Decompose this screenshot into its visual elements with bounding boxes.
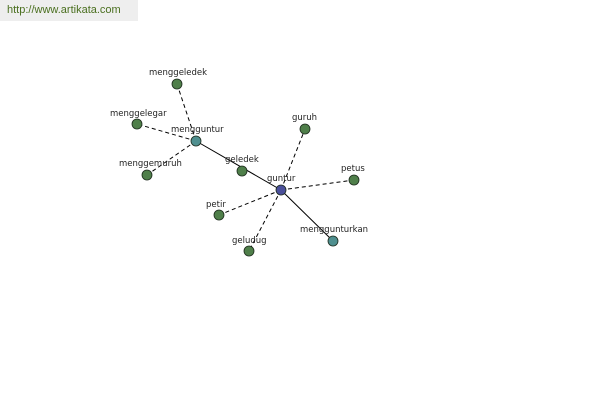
node-label-petir[interactable]: petir	[206, 200, 226, 210]
node-label-menggeledek[interactable]: menggeledek	[149, 68, 207, 78]
node-marker-geludug[interactable]	[243, 245, 255, 257]
node-label-geledek[interactable]: geledek	[225, 155, 259, 165]
node-petir[interactable]: petir	[206, 200, 226, 221]
edge-guntur-petus	[280, 179, 355, 191]
node-label-petus[interactable]: petus	[341, 164, 365, 174]
node-petus[interactable]: petus	[341, 164, 365, 186]
node-marker-menggunturkan[interactable]	[327, 235, 339, 247]
node-label-menggunturkan[interactable]: menggunturkan	[300, 225, 368, 235]
edge-mengguntur-menggemuruh	[146, 140, 197, 176]
edge-guntur-geludug	[248, 189, 282, 252]
node-marker-geledek[interactable]	[236, 165, 248, 177]
node-marker-menggeledek[interactable]	[171, 78, 183, 90]
node-label-menggemuruh[interactable]: menggemuruh	[119, 159, 182, 169]
node-marker-petir[interactable]	[213, 209, 225, 221]
node-menggelegar[interactable]: menggelegar	[110, 109, 167, 130]
node-marker-mengguntur[interactable]	[190, 135, 202, 147]
node-guruh[interactable]: guruh	[292, 113, 317, 135]
node-geledek[interactable]: geledek	[225, 155, 259, 177]
edges-layer	[136, 83, 355, 252]
node-guntur[interactable]: guntur	[267, 174, 296, 196]
node-menggemuruh[interactable]: menggemuruh	[119, 159, 182, 181]
node-label-guruh[interactable]: guruh	[292, 113, 317, 123]
node-label-menggelegar[interactable]: menggelegar	[110, 109, 167, 119]
edge-mengguntur-menggeledek	[176, 83, 197, 142]
edge-guntur-guruh	[280, 128, 306, 191]
node-menggeledek[interactable]: menggeledek	[149, 68, 207, 90]
url-banner: http://www.artikata.com	[0, 0, 138, 21]
node-label-geludug[interactable]: geludug	[232, 236, 267, 246]
node-marker-guntur[interactable]	[275, 184, 287, 196]
node-marker-guruh[interactable]	[299, 123, 311, 135]
node-marker-petus[interactable]	[348, 174, 360, 186]
node-marker-menggemuruh[interactable]	[141, 169, 153, 181]
edge-guntur-mengguntur	[195, 140, 282, 191]
node-label-guntur[interactable]: guntur	[267, 174, 296, 184]
node-geludug[interactable]: geludug	[232, 236, 267, 257]
site-url-link[interactable]: http://www.artikata.com	[7, 4, 121, 16]
node-menggunturkan[interactable]: menggunturkan	[300, 225, 368, 247]
node-marker-menggelegar[interactable]	[131, 118, 143, 130]
edge-guntur-menggunturkan	[280, 189, 334, 242]
node-label-mengguntur[interactable]: mengguntur	[171, 125, 224, 135]
nodes-layer: guntur mengguntur menggunturkan menggeledek…	[110, 68, 368, 257]
edge-mengguntur-menggelegar	[136, 123, 197, 142]
node-mengguntur[interactable]: mengguntur	[171, 125, 224, 147]
edge-guntur-petir	[218, 189, 282, 216]
